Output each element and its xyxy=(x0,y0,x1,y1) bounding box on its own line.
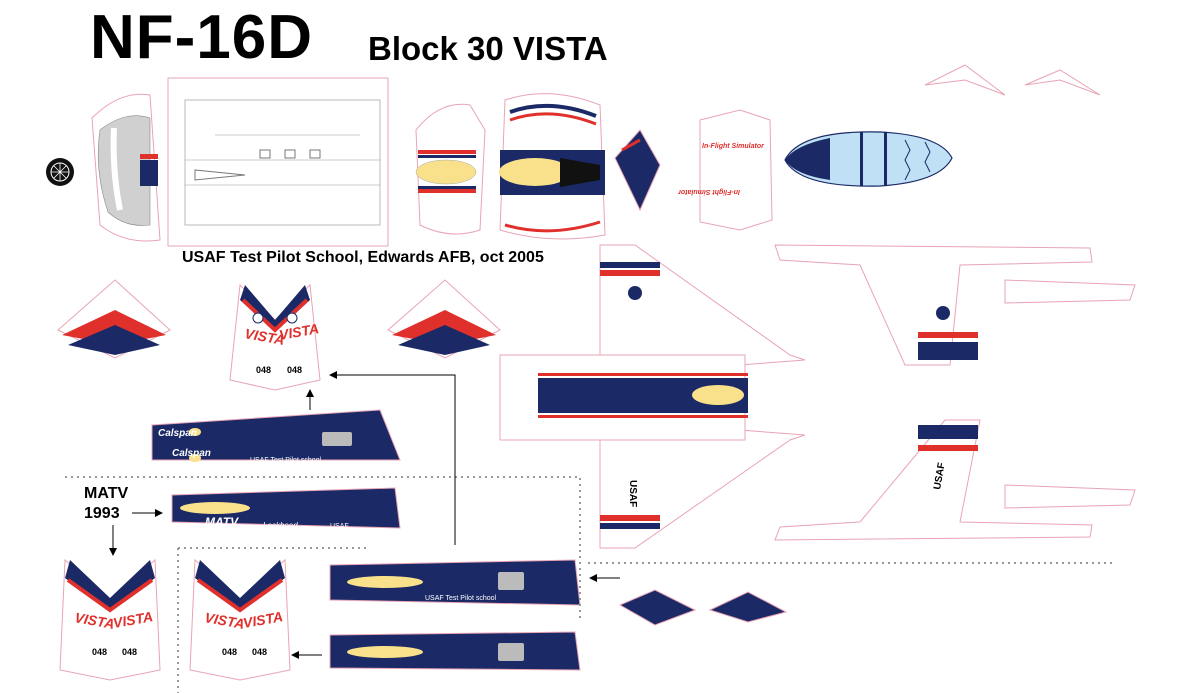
tps-marking-lower: USAF Test Pilot school xyxy=(425,595,497,602)
cockpit-side-part: In-Flight Simulator In-Flight Simulator xyxy=(677,109,773,231)
serial-marking-right: 048 xyxy=(287,365,302,375)
leading-edge-flap-right xyxy=(387,279,501,359)
serial-marking-alt-right: 048 xyxy=(252,647,267,657)
calspan-marking-upper: Calspan xyxy=(158,428,197,439)
intake-calspan-part: Calspan Calspan USAF Test Pilot school xyxy=(151,409,401,464)
usaf-marking-wing: USAF xyxy=(627,480,638,507)
vista-marking-matv-left: VISTA xyxy=(73,609,115,632)
belly-panel-part xyxy=(167,77,389,247)
nose-cone-part xyxy=(614,129,661,212)
vista-marking-right: VISTA xyxy=(278,320,320,343)
vista-marking-alt-right: VISTA xyxy=(242,608,284,631)
page-subtitle: Block 30 VISTA xyxy=(368,30,608,67)
matv-year: 1993 xyxy=(84,505,120,522)
vertical-tail-alt: VISTA VISTA 048 048 xyxy=(189,558,291,681)
usaf-marking-matv: USAF xyxy=(330,523,349,530)
lockheed-marking: Lockheed xyxy=(263,521,298,530)
serial-marking-matv-right: 048 xyxy=(122,647,137,657)
arrow-tps-to-tail xyxy=(329,371,456,545)
ventral-fin-parts xyxy=(618,589,788,626)
small-fin-parts xyxy=(924,64,1101,96)
intake-lip-part xyxy=(91,93,161,242)
separator-alt xyxy=(177,547,370,693)
intake-tps-part: USAF Test Pilot school xyxy=(329,559,581,606)
serial-marking-matv-left: 048 xyxy=(92,647,107,657)
spine-part xyxy=(499,93,606,240)
livery-caption: USAF Test Pilot School, Edwards AFB, oct… xyxy=(182,249,544,266)
vista-marking-left: VISTA xyxy=(243,325,285,348)
page-title: NF-16D xyxy=(90,3,314,72)
side-view-lower: USAF xyxy=(774,419,1093,541)
vertical-tail-matv: VISTA VISTA 048 048 xyxy=(59,558,161,681)
tps-marking-calspan: USAF Test Pilot school xyxy=(250,457,322,464)
inflight-sim-marking-upper: In-Flight Simulator xyxy=(702,143,765,150)
pylon-parts xyxy=(1004,279,1136,509)
intake-matv-part: MATV Lockheed USAF xyxy=(171,487,401,530)
leading-edge-flap-left xyxy=(57,279,171,359)
matv-marking: MATV xyxy=(205,515,239,529)
canopy-part xyxy=(784,131,953,187)
forward-fuselage-part xyxy=(415,103,486,235)
inflight-sim-marking-lower: In-Flight Simulator xyxy=(677,188,740,195)
fuselage-top-part xyxy=(499,354,748,441)
vista-marking-matv-right: VISTA xyxy=(112,608,154,631)
vista-marking-alt-left: VISTA xyxy=(203,609,245,632)
usaf-marking-side: USAF xyxy=(932,462,948,491)
serial-marking-left: 048 xyxy=(256,365,271,375)
vertical-tail-vista: VISTA VISTA 048 048 xyxy=(229,283,321,391)
serial-marking-alt-left: 048 xyxy=(222,647,237,657)
intake-plain-part xyxy=(329,631,581,671)
side-view-upper xyxy=(774,244,1093,366)
matv-label: MATV 1993 xyxy=(84,484,128,524)
intake-fan-part xyxy=(46,158,74,186)
matv-name: MATV xyxy=(84,485,129,502)
calspan-marking-lower: Calspan xyxy=(172,448,211,459)
